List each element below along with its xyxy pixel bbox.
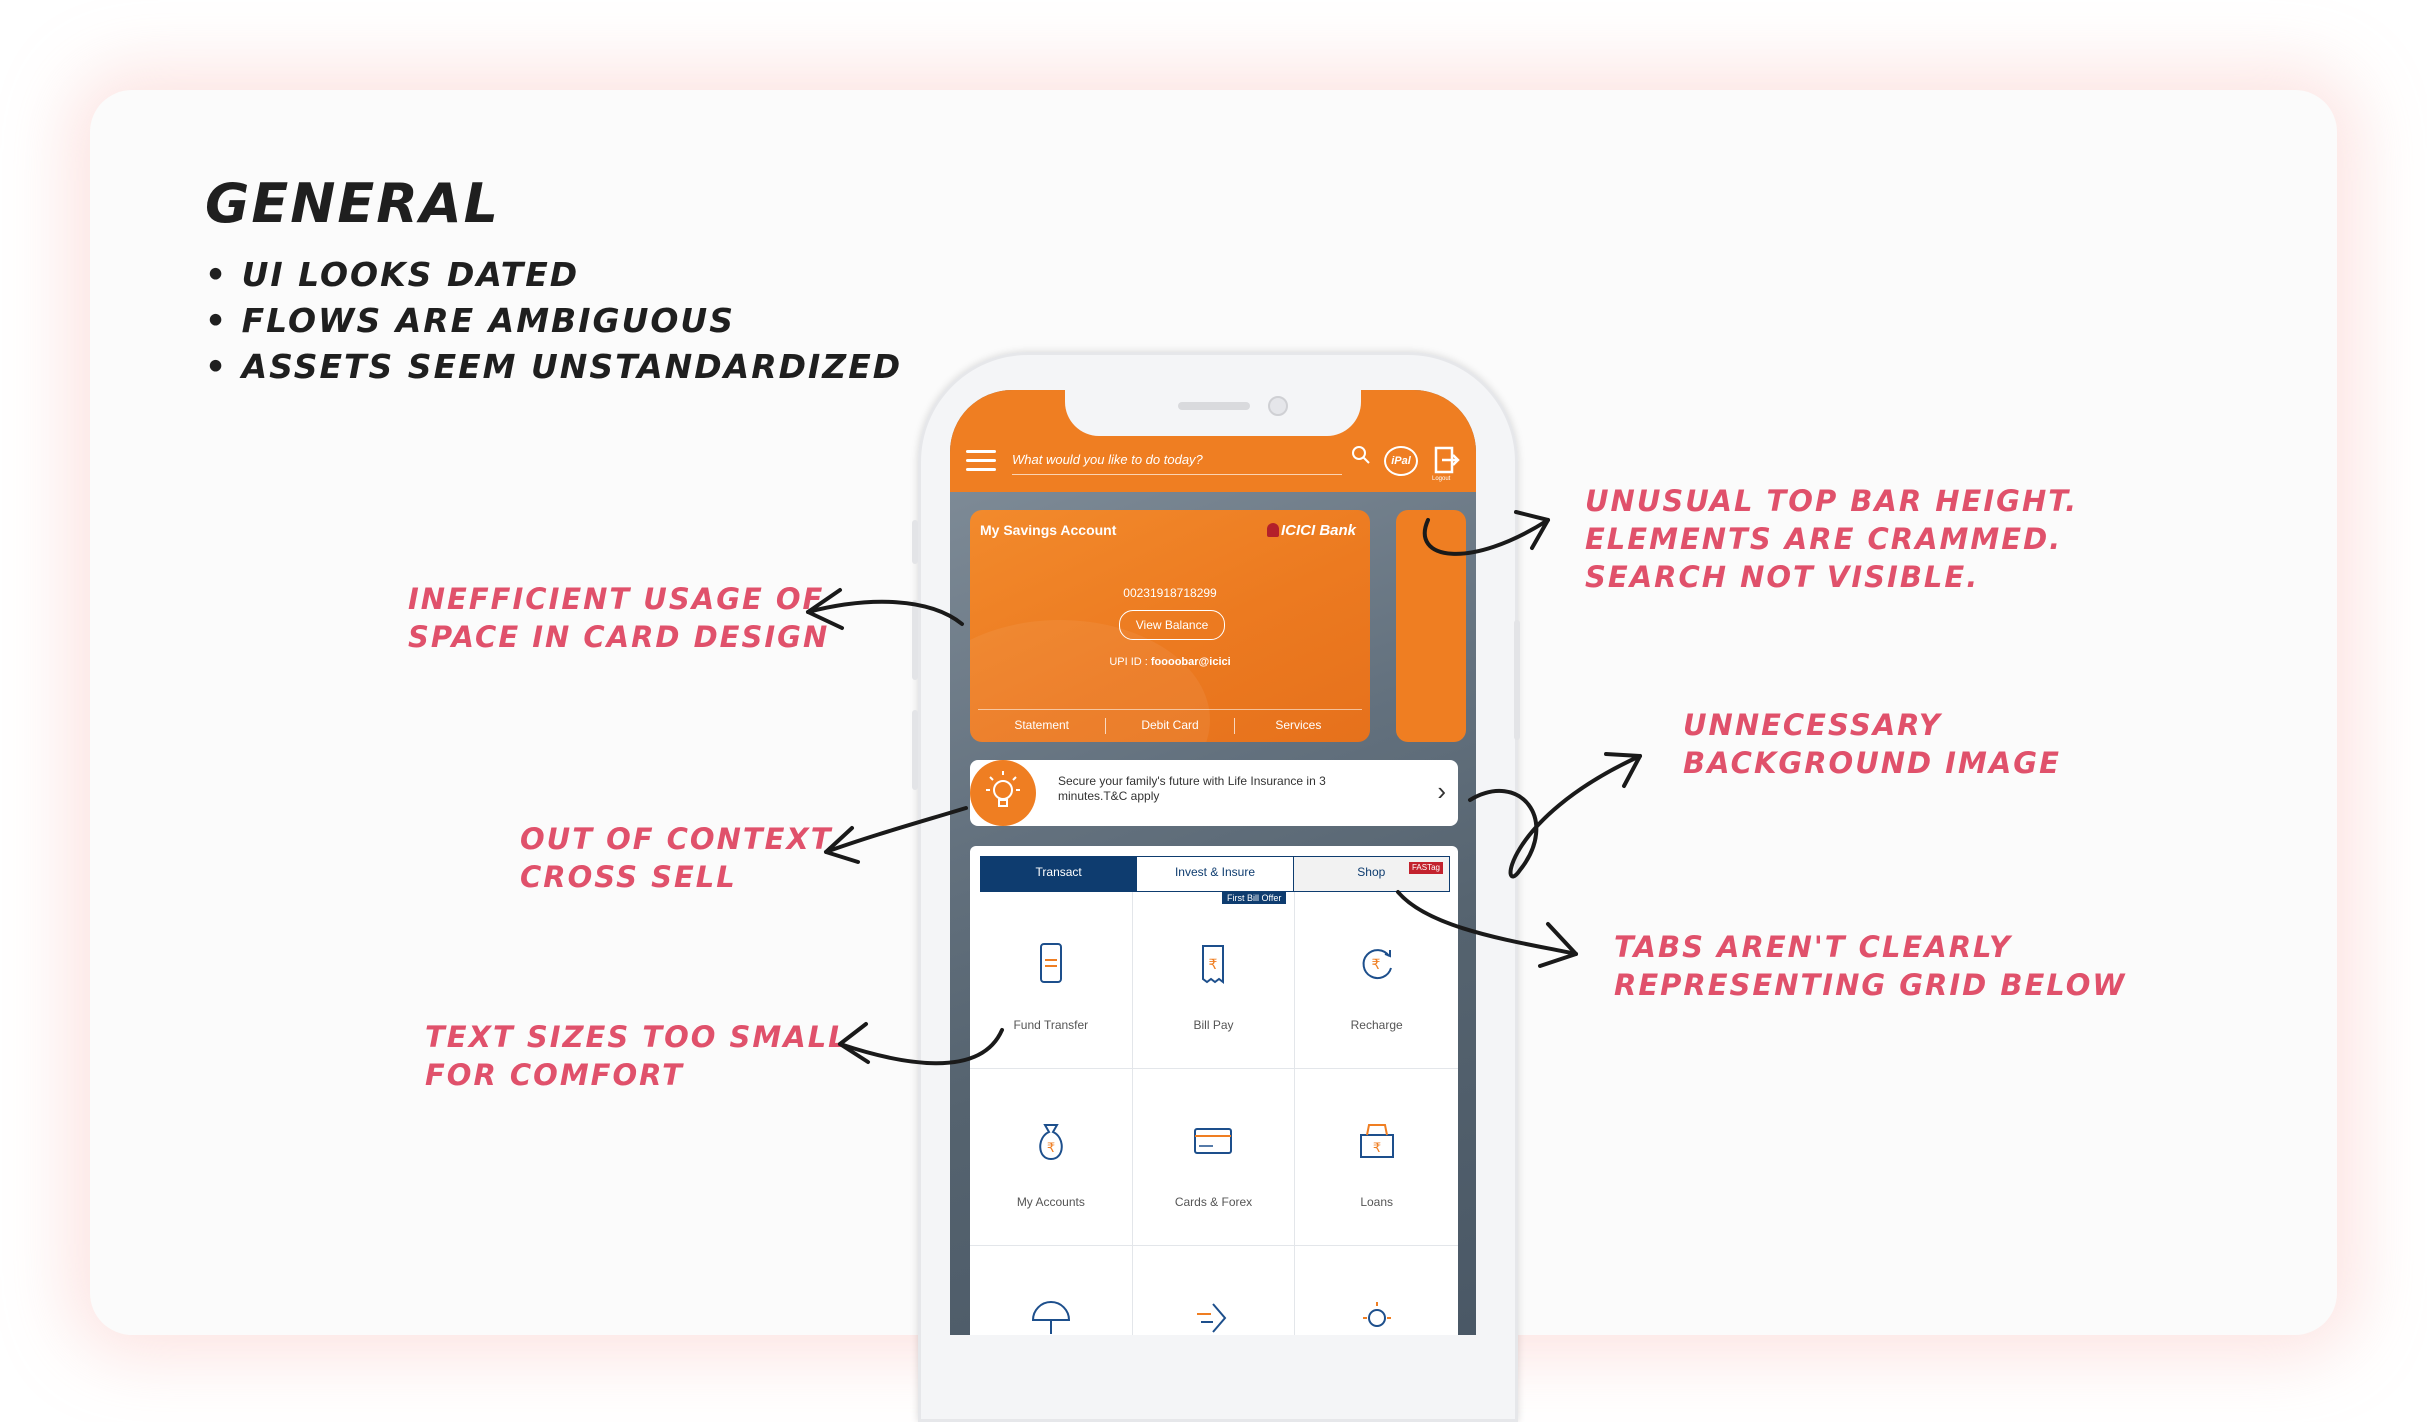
svg-text:₹: ₹ bbox=[1373, 1141, 1381, 1156]
arrow-tabs bbox=[1396, 890, 1578, 956]
arrow-head bbox=[1538, 922, 1578, 968]
services-link[interactable]: Services bbox=[1275, 718, 1322, 732]
arrow-top-bar bbox=[1422, 518, 1550, 556]
general-bullet: flows are ambiguous bbox=[205, 298, 902, 344]
ipal-chat-icon[interactable]: iPal bbox=[1384, 446, 1418, 476]
view-balance-button[interactable]: View Balance bbox=[1119, 610, 1225, 640]
credit-card-icon bbox=[1194, 1128, 1233, 1154]
annotation-cross-sell: Out of context cross sell bbox=[520, 822, 833, 894]
arrow-head bbox=[1514, 510, 1550, 550]
tab-transact[interactable]: Transact bbox=[981, 857, 1138, 891]
chevron-right-icon[interactable]: › bbox=[1437, 776, 1446, 806]
umbrella-icon bbox=[1031, 1301, 1070, 1334]
svg-text:₹: ₹ bbox=[1209, 957, 1218, 973]
general-bullet: UI looks dated bbox=[205, 252, 902, 298]
phone-notch bbox=[1065, 390, 1361, 436]
phone-side-button bbox=[912, 710, 918, 790]
upi-id: UPI ID : foooobar@icici bbox=[1109, 656, 1231, 668]
svg-text:₹: ₹ bbox=[1371, 957, 1380, 973]
first-bill-offer-badge: First Bill Offer bbox=[1222, 892, 1287, 904]
grid-item-fund-transfer[interactable]: Fund Transfer bbox=[970, 892, 1133, 1069]
arrow-head bbox=[806, 588, 844, 630]
phone-speaker bbox=[1178, 402, 1250, 410]
savings-account-card[interactable]: My Savings Account ICICI Bank 0023191871… bbox=[970, 510, 1370, 742]
recharge-icon: ₹ bbox=[1362, 949, 1392, 980]
card-links: Statement Debit Card Services bbox=[978, 709, 1362, 742]
grid-item-label: Fund Transfer bbox=[1013, 1018, 1089, 1032]
annotation-card-space: inefficient usage of space in card desig… bbox=[408, 582, 830, 654]
grid-item-label: My Accounts bbox=[1016, 1195, 1085, 1209]
search-icon[interactable] bbox=[1350, 444, 1372, 466]
phone-side-button bbox=[1514, 620, 1520, 740]
general-list: UI looks dated flows are ambiguous Asset… bbox=[205, 252, 902, 390]
arrow-head bbox=[824, 826, 860, 864]
account-number: 002319187182​99 bbox=[1123, 586, 1217, 600]
annotation-tabs: Tabs aren't clearly representing grid be… bbox=[1614, 930, 2127, 1002]
fast-transfer-icon bbox=[1197, 1303, 1227, 1333]
search-input[interactable]: What would you like to do today? bbox=[1012, 446, 1342, 475]
grid-item-offers[interactable] bbox=[1295, 1246, 1458, 1335]
services-grid: Fund Transfer ₹ Bill Pay ₹ Recharge bbox=[970, 892, 1458, 1335]
grid-item-label: Recharge bbox=[1350, 1018, 1403, 1032]
insurance-promo-banner[interactable]: Secure your family's future with Life In… bbox=[970, 760, 1458, 826]
bill-icon: ₹ bbox=[1202, 945, 1225, 984]
logout-label: Logout bbox=[1432, 476, 1451, 482]
phone-side-button bbox=[912, 520, 918, 564]
grid-item-label: Cards & Forex bbox=[1174, 1195, 1253, 1209]
loan-icon: ₹ bbox=[1359, 1124, 1394, 1158]
arrow-head bbox=[1604, 752, 1642, 788]
account-title: My Savings Account bbox=[980, 522, 1117, 538]
arrow-cross-sell bbox=[824, 806, 968, 854]
grid-item-insurance[interactable] bbox=[970, 1246, 1133, 1335]
statement-link[interactable]: Statement bbox=[1014, 718, 1070, 732]
phone-transfer-icon bbox=[1039, 943, 1062, 983]
grid-item-loans[interactable]: ₹ Loans bbox=[1295, 1069, 1458, 1246]
grid-item-label: Loans bbox=[1360, 1195, 1394, 1209]
hamburger-menu-icon[interactable] bbox=[966, 450, 996, 472]
debit-card-link[interactable]: Debit Card bbox=[1141, 718, 1199, 732]
grid-item-bill-pay[interactable]: ₹ Bill Pay bbox=[1132, 892, 1296, 1069]
grid-item-cards-forex[interactable]: Cards & Forex bbox=[1132, 1069, 1296, 1246]
arrow-head bbox=[838, 1022, 870, 1064]
phone-camera bbox=[1268, 396, 1288, 416]
logout-icon[interactable]: Logout bbox=[1432, 446, 1460, 482]
money-bag-icon: ₹ bbox=[1039, 1124, 1063, 1161]
icici-logo: ICICI Bank bbox=[1266, 522, 1356, 539]
promo-text: Secure your family's future with Life In… bbox=[1058, 774, 1326, 803]
lightbulb-icon bbox=[1362, 1302, 1391, 1327]
bulb-icon bbox=[970, 760, 1036, 826]
general-title: General bbox=[205, 172, 501, 235]
grid-item-my-accounts[interactable]: ₹ My Accounts bbox=[970, 1069, 1133, 1246]
annotation-text-size: Text sizes too small for comfort bbox=[425, 1020, 849, 1092]
arrow-background bbox=[1468, 754, 1642, 879]
annotation-background: Unnecessary background Image bbox=[1683, 708, 2061, 780]
grid-item-quick-pay[interactable] bbox=[1133, 1246, 1296, 1335]
grid-item-label: Bill Pay bbox=[1193, 1018, 1234, 1032]
arrow-text-size bbox=[838, 1028, 1004, 1066]
phone-side-button bbox=[912, 600, 918, 680]
arrow-card-space bbox=[806, 599, 964, 626]
annotation-top-bar: Unusual top bar height. elements are cra… bbox=[1585, 484, 2079, 594]
tab-invest-insure[interactable]: Invest & Insure bbox=[1137, 857, 1294, 891]
svg-text:₹: ₹ bbox=[1047, 1141, 1055, 1156]
app-screen: What would you like to do today? iPal Lo… bbox=[950, 390, 1476, 1335]
general-bullet: Assets seem unstandardized bbox=[205, 344, 902, 390]
grid-item-recharge[interactable]: ₹ Recharge bbox=[1295, 892, 1458, 1069]
fastag-badge: FASTag bbox=[1408, 862, 1443, 874]
